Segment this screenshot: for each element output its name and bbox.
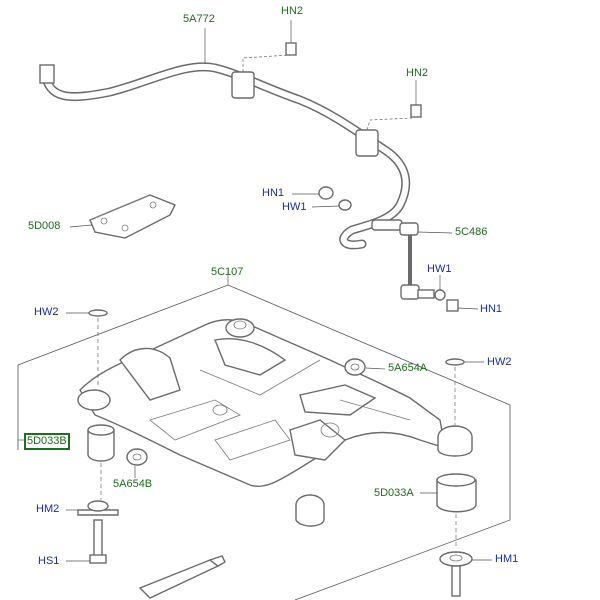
hw2-washer-left [66, 309, 108, 385]
label-hn2-right: HN2 [406, 67, 429, 79]
label-hw2-left: HW2 [34, 306, 59, 318]
drop-link [371, 219, 479, 312]
hn2-nut-top [285, 20, 297, 56]
hm1-plate [439, 551, 492, 597]
label-hw1-link: HW1 [427, 263, 452, 275]
crossmember-outline [17, 270, 511, 600]
crossmember [77, 318, 473, 527]
label-5c486: 5C486 [455, 226, 488, 238]
hw2-washer-right [445, 358, 484, 425]
stabilizer-bar [39, 54, 413, 250]
label-hn2-top: HN2 [281, 5, 304, 17]
label-hm2: HM2 [36, 503, 60, 515]
label-5d033a: 5D033A [374, 487, 414, 499]
sealant-tube [138, 555, 226, 599]
mount-5d033a [420, 473, 477, 548]
mount-5d033b [87, 424, 115, 500]
hn2-nut-right [410, 80, 422, 118]
label-hn1-upper: HN1 [262, 187, 285, 199]
label-hm1: HM1 [495, 553, 519, 565]
hm2-plate [66, 500, 119, 516]
label-5d033b: 5D033B [24, 433, 70, 450]
label-hs1: HS1 [38, 555, 60, 567]
hn1-hw1-upper [292, 186, 352, 211]
label-5d008: 5D008 [28, 220, 61, 232]
label-5a654b: 5A654B [113, 478, 153, 490]
bar-bush-right [355, 129, 379, 157]
bar-bush-left [231, 71, 255, 99]
label-5c107: 5C107 [211, 266, 244, 278]
label-hn1-link: HN1 [480, 303, 503, 315]
label-5a654a: 5A654A [388, 362, 428, 374]
mounting-plate [69, 194, 176, 239]
label-hw1-upper: HW1 [282, 201, 307, 213]
label-hw2-right: HW2 [487, 356, 512, 368]
label-5a772: 5A772 [183, 13, 215, 25]
bush-5a654b [126, 448, 148, 478]
hs1-bolt [66, 519, 107, 564]
bush-5a654a [344, 358, 386, 376]
bar-end-left [39, 64, 55, 84]
